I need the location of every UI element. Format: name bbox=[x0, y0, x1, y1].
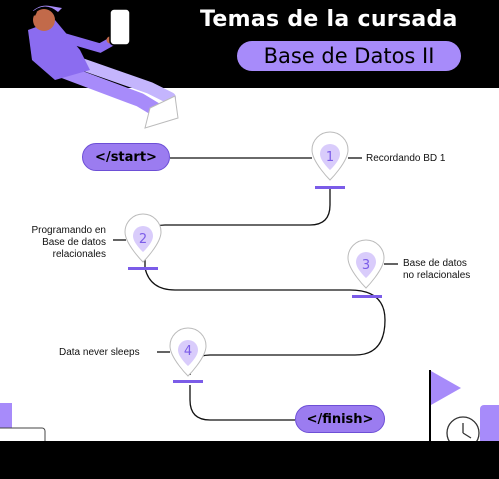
map-pin-icon bbox=[347, 239, 385, 298]
map-pin-icon bbox=[124, 213, 162, 270]
subtitle-text: Base de Datos II bbox=[263, 44, 435, 68]
map-pin-icon bbox=[169, 327, 207, 383]
subtitle-badge: Base de Datos II bbox=[237, 41, 461, 71]
map-pin-icon bbox=[311, 131, 349, 189]
footer-bar bbox=[0, 441, 499, 479]
step-number-4: 4 bbox=[184, 344, 192, 359]
step-number-1: 1 bbox=[326, 150, 334, 165]
step-number-3: 3 bbox=[362, 258, 370, 273]
step-1-label: Recordando BD 1 bbox=[366, 153, 446, 164]
header-banner: Temas de la cursada Base de Datos II bbox=[0, 0, 499, 129]
person-with-phone-illustration bbox=[20, 5, 179, 129]
finish-tag: </finish> bbox=[295, 405, 385, 433]
step-2-label: Programando en Base de datos relacionale… bbox=[31, 225, 107, 260]
step-4-label: Data never sleeps bbox=[59, 347, 140, 358]
page-title: Temas de la cursada bbox=[200, 7, 458, 32]
step-number-2: 2 bbox=[139, 232, 147, 247]
step-3-label: Base de datos no relacionales bbox=[403, 258, 471, 281]
flag-icon bbox=[429, 370, 461, 445]
start-tag: </start> bbox=[82, 143, 170, 171]
